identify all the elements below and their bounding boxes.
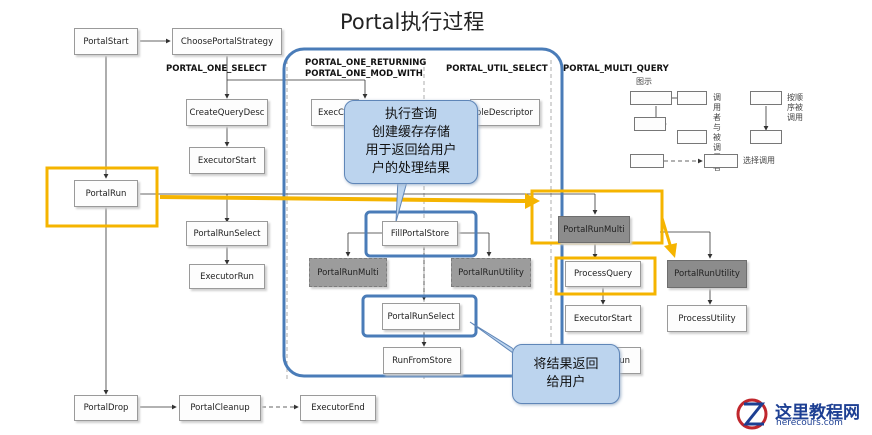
legend-box-select-2 (704, 154, 738, 168)
label-portal-one-mod-with: PORTAL_ONE_MOD_WITH (305, 69, 423, 79)
node-fill-portal-store: FillPortalStore (382, 221, 458, 246)
node-portal-run: PortalRun (74, 180, 138, 207)
label-portal-one-select: PORTAL_ONE_SELECT (166, 64, 267, 74)
node-portal-run-multi-right: PortalRunMulti (558, 216, 630, 243)
node-portal-run-utility-mid: PortalRunUtility (451, 258, 531, 287)
node-portal-drop: PortalDrop (74, 395, 138, 421)
node-portal-cleanup: PortalCleanup (179, 395, 261, 421)
node-portal-run-select-mid: PortalRunSelect (382, 303, 460, 330)
node-executor-run: ExecutorRun (189, 264, 265, 289)
legend-select-text: 选择调用 (743, 156, 775, 165)
logo-url: herecours.com (776, 418, 843, 428)
node-portal-run-multi-mid: PortalRunMulti (309, 258, 387, 287)
legend-box-callee-1 (677, 91, 707, 105)
callout-return-results: 将结果返回 给用户 (512, 344, 620, 404)
node-run-from-store: RunFromStore (383, 347, 461, 374)
label-portal-one-returning: PORTAL_ONE_RETURNING (305, 58, 427, 68)
legend-box-callee-2 (634, 117, 666, 131)
node-create-query-desc: CreateQueryDesc (186, 99, 268, 126)
label-portal-multi-query: PORTAL_MULTI_QUERY (563, 64, 669, 74)
legend-box-order-2 (750, 130, 782, 144)
legend-order-text: 按顺序被调用 (787, 93, 803, 122)
node-portal-run-utility-right: PortalRunUtility (667, 260, 747, 288)
node-portal-run-select-left: PortalRunSelect (186, 221, 268, 246)
node-executor-start-1: ExecutorStart (189, 147, 265, 174)
logo-name: 这里教程网 (775, 403, 860, 423)
legend-title: 图示 (636, 77, 652, 86)
node-process-query: ProcessQuery (565, 261, 641, 287)
legend-box-select-1 (630, 154, 664, 168)
node-executor-start-2: ExecutorStart (565, 305, 641, 332)
label-portal-util-select: PORTAL_UTIL_SELECT (446, 64, 548, 74)
node-executor-end: ExecutorEnd (300, 395, 376, 421)
legend-box-caller (630, 91, 672, 105)
legend-box-order-1 (750, 91, 782, 105)
callout-execute-query: 执行查询 创建缓存存储 用于返回给用户 户的处理结果 (344, 100, 478, 184)
node-portal-start: PortalStart (74, 28, 138, 55)
node-process-utility: ProcessUtility (667, 305, 747, 332)
legend-box-callee-3 (677, 130, 707, 144)
diagram-title: Portal执行过程 (340, 10, 485, 34)
node-tuple-descriptor: pleDescriptor (470, 99, 540, 126)
node-choose-portal-strategy: ChoosePortalStrategy (172, 28, 282, 55)
